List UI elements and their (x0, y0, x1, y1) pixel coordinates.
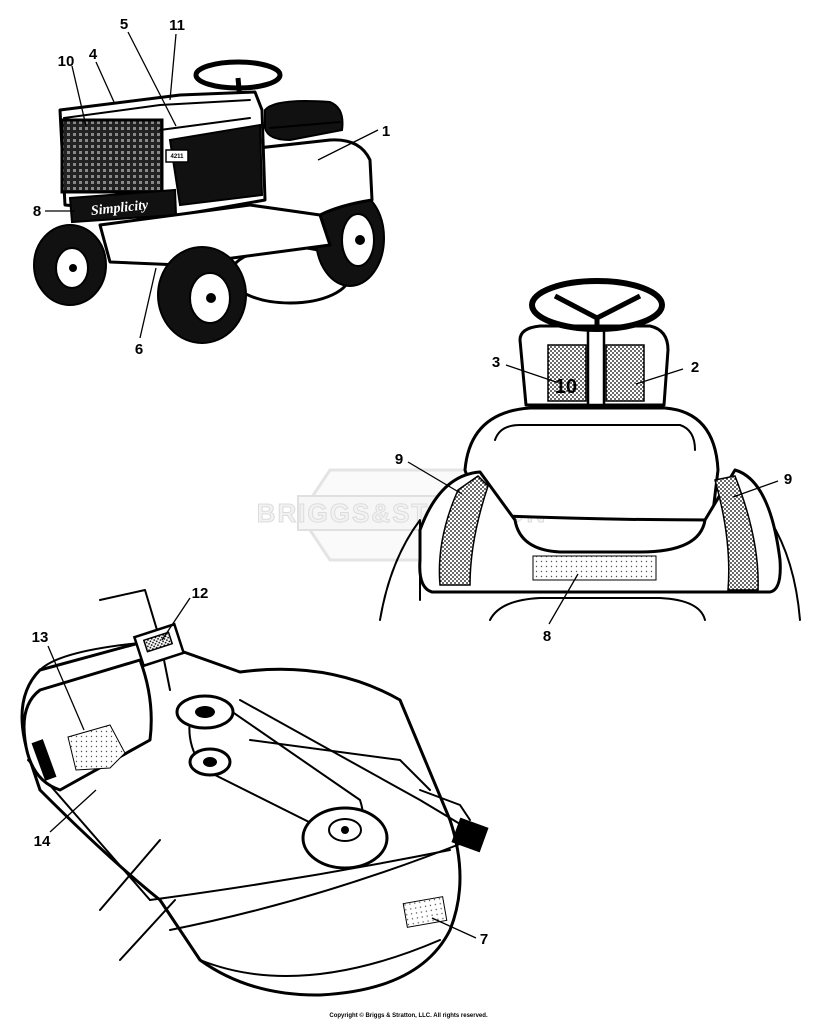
callout-label-14: 14 (34, 833, 51, 850)
callout-9-left: 9 (395, 451, 463, 495)
callout-5: 5 (120, 16, 177, 127)
callout-label-9-left: 9 (395, 451, 403, 468)
callout-label-7: 7 (480, 931, 488, 948)
rear-fender-decal (532, 555, 657, 581)
callout-8-seat: 8 (543, 573, 579, 645)
fender-stripe-decal-right (714, 475, 759, 591)
callout-4: 4 (89, 46, 115, 103)
callout-9-right: 9 (732, 471, 792, 498)
tractor-rear-fender (238, 138, 374, 227)
callout-2: 2 (635, 359, 699, 385)
gauge-wheel-bracket (419, 789, 489, 853)
tractor-illustration: 4211 Simplicity (33, 59, 385, 344)
callout-13: 13 (32, 629, 85, 731)
callout-label-8-tractor: 8 (33, 203, 41, 220)
dash-decal-right (605, 344, 645, 402)
discharge-warning-decal (67, 724, 126, 771)
tractor-rear-wheel (315, 189, 385, 287)
callout-7: 7 (431, 917, 488, 948)
callout-label-5: 5 (120, 16, 128, 33)
tractor-front-right-wheel (157, 246, 247, 344)
seat-rear-view-illustration: 10 (379, 278, 801, 621)
dash-decal-number: 10 (555, 376, 577, 398)
callout-label-13: 13 (32, 629, 49, 646)
callout-14: 14 (34, 789, 97, 850)
tractor-front-left-wheel (33, 224, 107, 306)
callout-6: 6 (135, 267, 157, 358)
callout-label-4: 4 (89, 46, 98, 63)
callout-label-10: 10 (58, 53, 75, 70)
callout-label-1: 1 (382, 123, 390, 140)
pulley-upper (175, 694, 235, 730)
model-decal: 4211 (165, 149, 189, 163)
callout-label-3: 3 (492, 354, 500, 371)
callout-label-11: 11 (169, 17, 185, 34)
steering-column (586, 328, 606, 407)
copyright-notice: Copyright © Briggs & Stratton, LLC. All … (329, 1013, 488, 1019)
tractor-grille (60, 118, 164, 194)
pulley-idler (188, 747, 232, 777)
handle-bracket (132, 622, 186, 668)
callout-label-2: 2 (691, 359, 699, 376)
tractor-hood-side-panel (168, 123, 264, 207)
dash-decal-left: 10 (547, 344, 587, 402)
callout-label-6: 6 (135, 341, 143, 358)
rear-fender-top (418, 468, 782, 594)
seat-back (463, 406, 720, 522)
discharge-chute (22, 658, 153, 792)
callout-8-tractor: 8 (33, 203, 75, 220)
model-decal-text: 4211 (170, 154, 184, 160)
mower-deck-illustration (20, 589, 489, 997)
callout-1: 1 (317, 123, 390, 161)
tractor-seat (264, 100, 344, 142)
callout-label-12: 12 (192, 585, 209, 602)
deck-lift-handle (99, 589, 171, 691)
tractor-chassis (98, 203, 332, 267)
callout-label-8-seat: 8 (543, 628, 551, 645)
callout-label-9-right: 9 (784, 471, 792, 488)
callout-10: 10 (58, 53, 87, 127)
pulley-spindle (301, 806, 389, 870)
callout-12: 12 (161, 585, 209, 641)
fender-stripe-decal-left (438, 475, 489, 586)
callout-11: 11 (169, 17, 185, 101)
brand-decal-text: Simplicity (90, 198, 150, 219)
callout-3: 3 (492, 354, 557, 383)
seat-view-steering-wheel (529, 278, 665, 332)
